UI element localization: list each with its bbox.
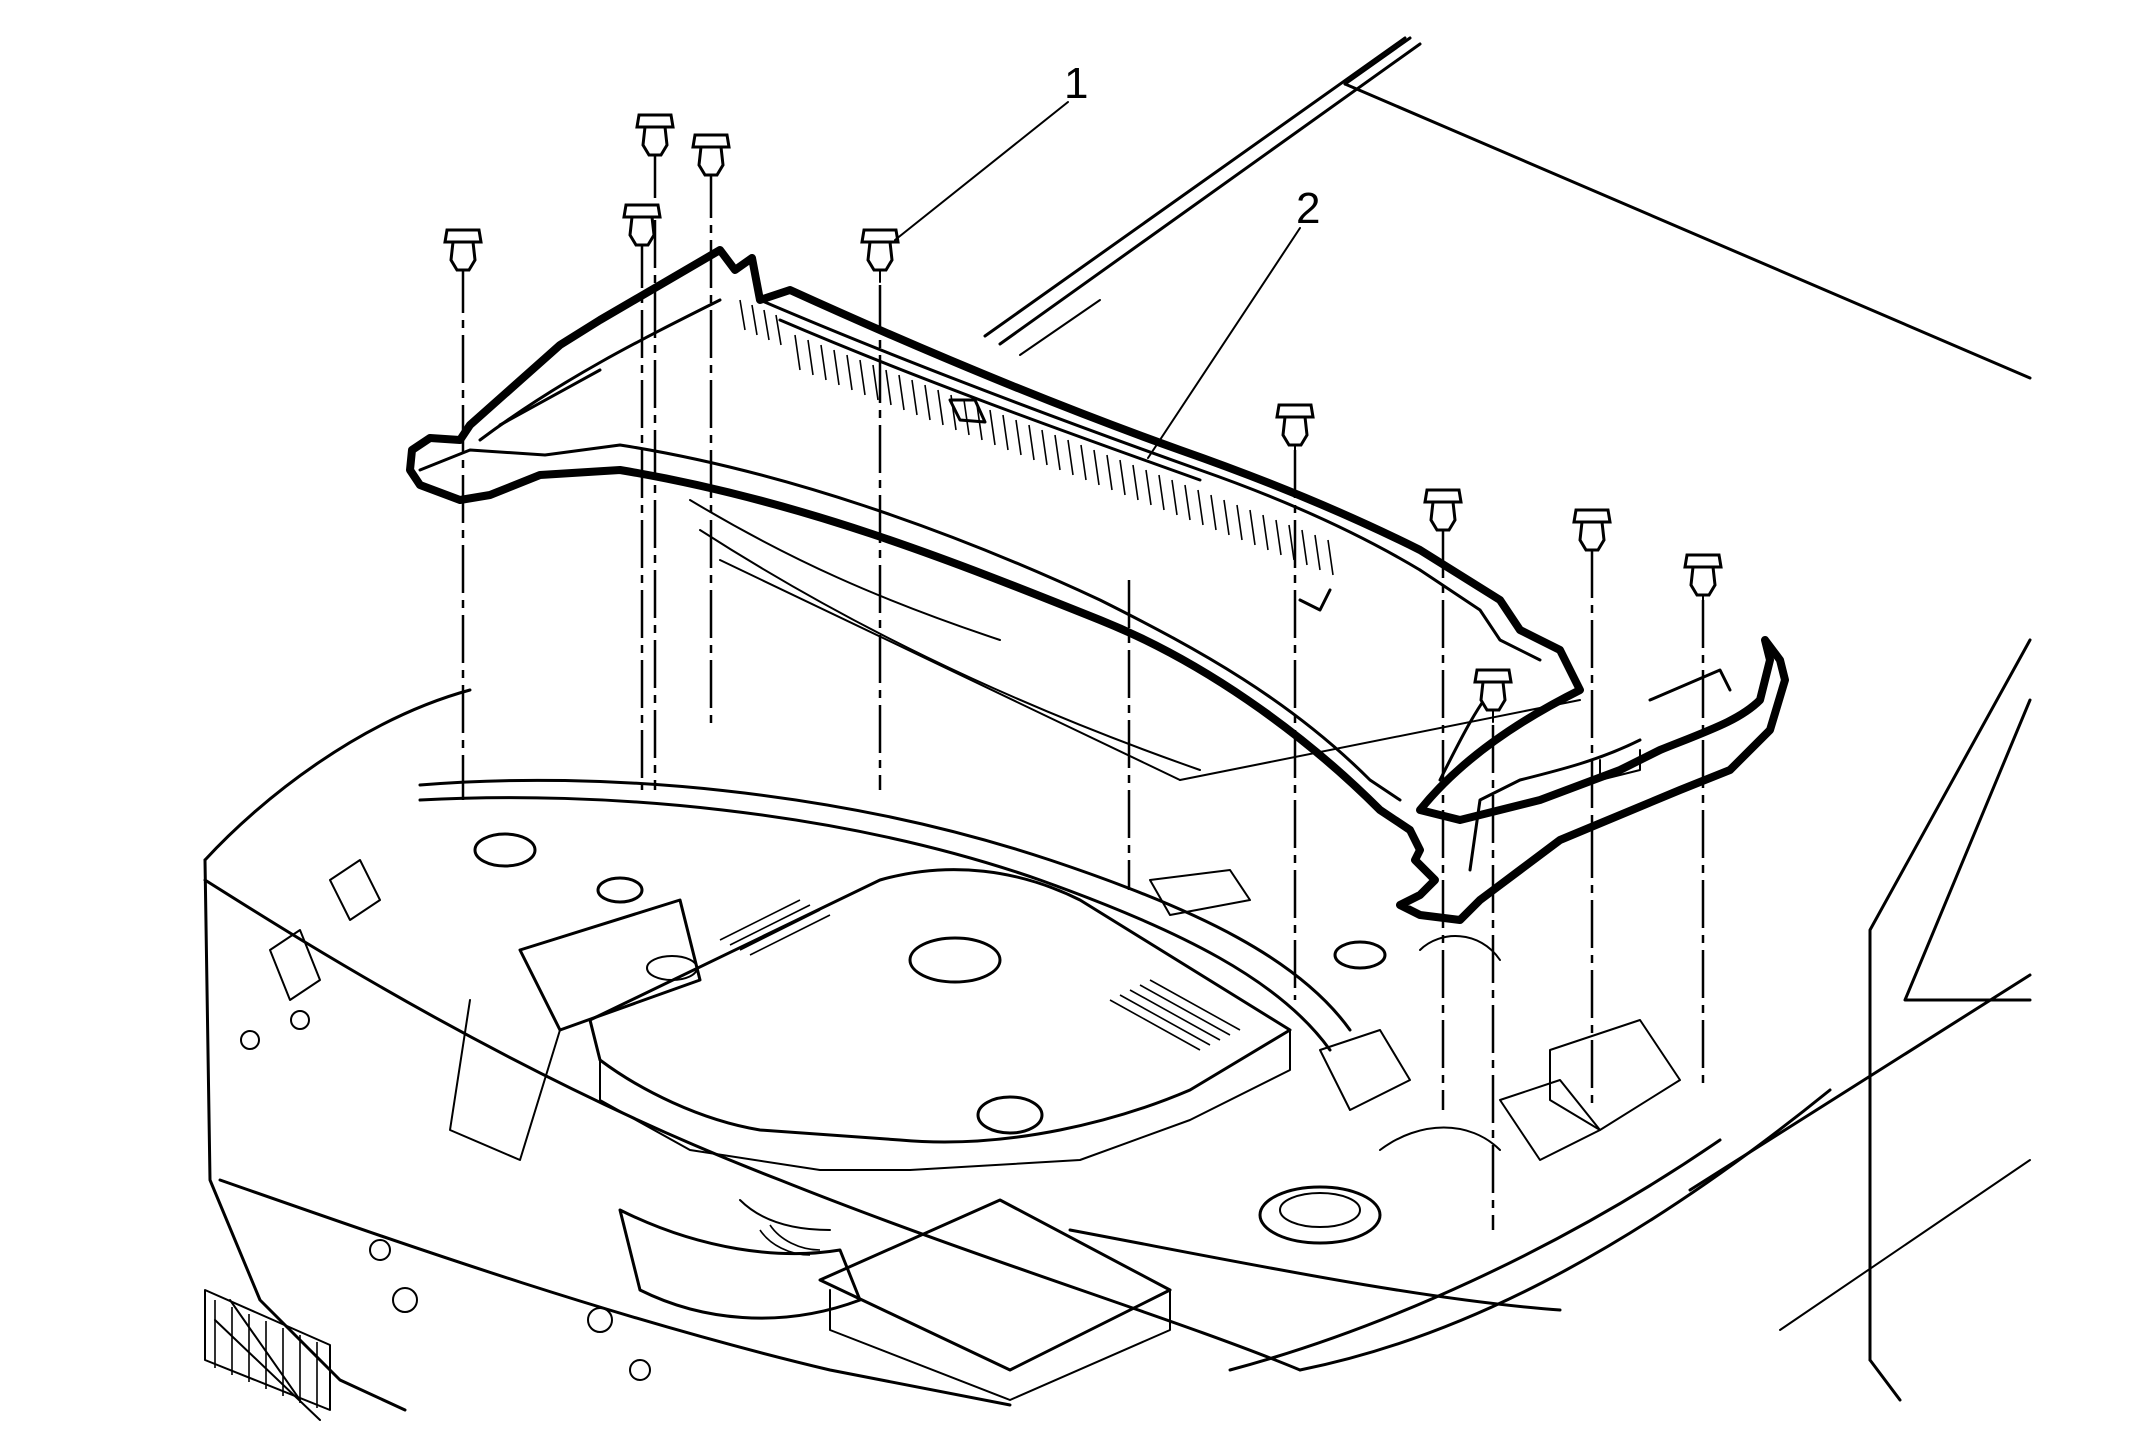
retainer-clip (1683, 553, 1723, 608)
air-inlet-grille-panel (406, 246, 1789, 924)
retainer-clip (691, 133, 731, 188)
callout-leaders (894, 101, 1301, 459)
engine-cover (588, 868, 1292, 1171)
retainer-clip (1275, 403, 1315, 458)
callout-label-1: 1 (1064, 59, 1088, 108)
retainer-clip (1572, 508, 1612, 563)
retainer-clip (1473, 668, 1513, 723)
lower-cowl-panel (418, 499, 1581, 1052)
callout-label-2: 2 (1296, 184, 1320, 233)
body-outline (203, 688, 1832, 1421)
retainer-clip (635, 113, 675, 168)
retainer-clip (622, 203, 662, 258)
retainer-clip (1423, 488, 1463, 543)
retainer-group (443, 113, 1723, 723)
retainer-clip (443, 228, 483, 283)
alignment-lines (461, 150, 1705, 1230)
front-grille (204, 1289, 331, 1411)
retainer-clip (860, 228, 900, 283)
hood (983, 36, 2032, 380)
